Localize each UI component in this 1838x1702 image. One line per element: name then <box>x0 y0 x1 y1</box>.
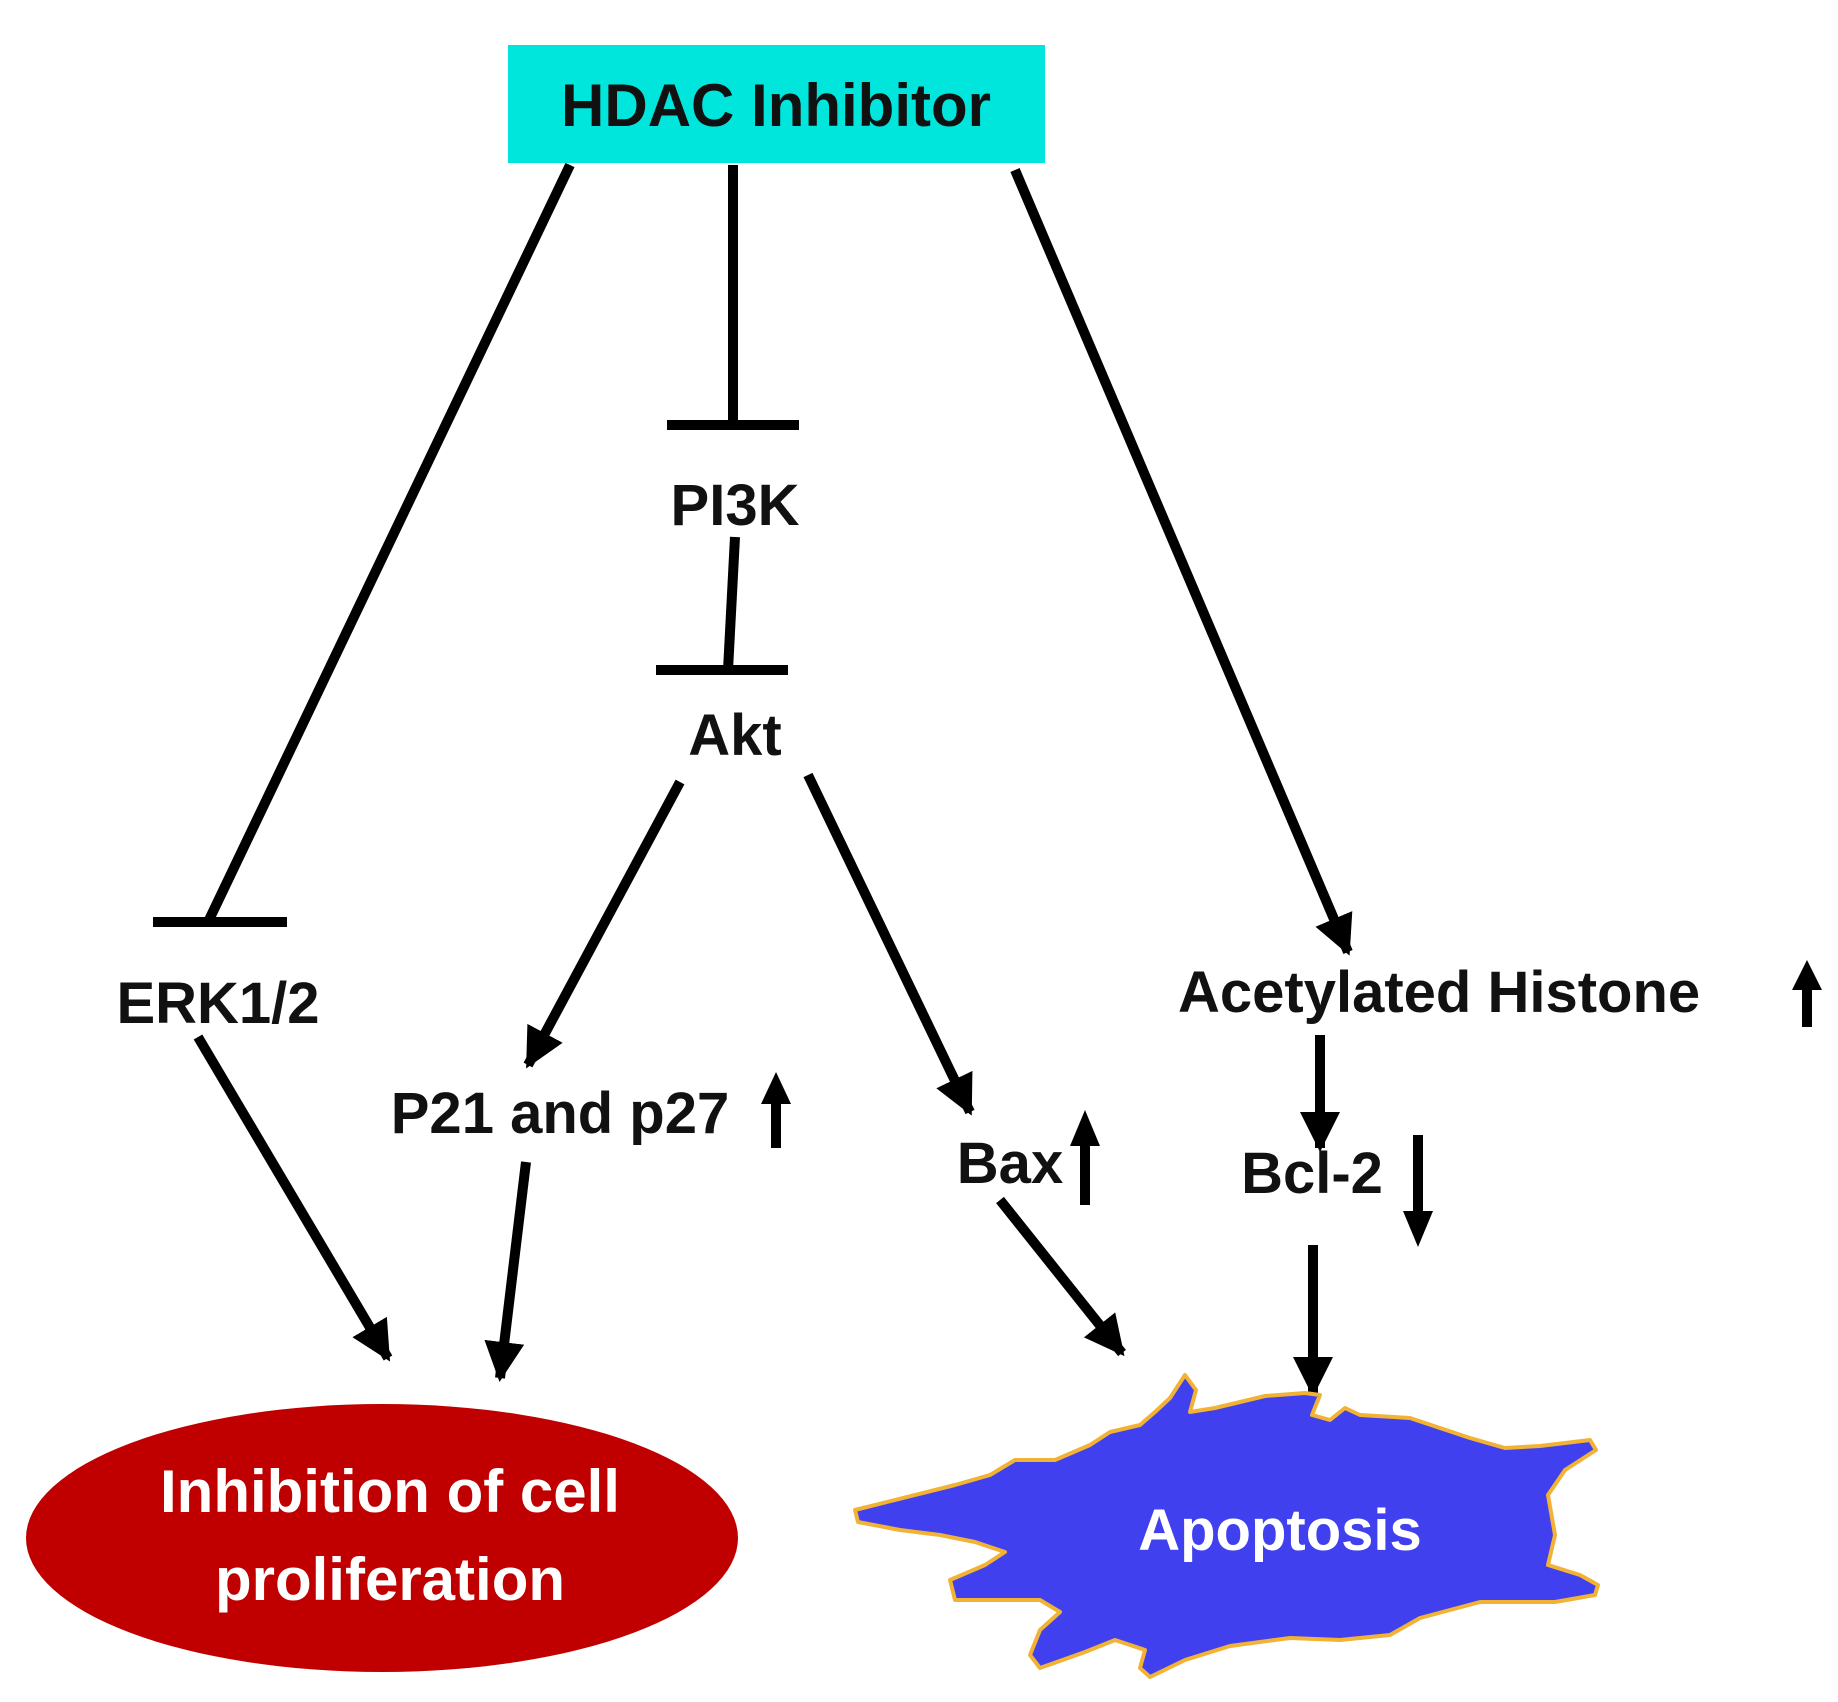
hdac-to-erk-line <box>203 162 575 925</box>
apoptosis-shape <box>853 1373 1600 1679</box>
p21-up-arrow-icon <box>761 1072 791 1104</box>
erk-label: ERK1/2 <box>116 971 319 1036</box>
hdac-to-acetylated-arrow <box>1010 168 1353 956</box>
acetylated-histone-label: Acetylated Histone <box>1178 960 1700 1025</box>
inhibition-label-line1: Inhibition of cell <box>160 1458 620 1525</box>
pi3k-to-akt-line <box>723 536 740 671</box>
p21-p27-label: P21 and p27 <box>391 1081 729 1146</box>
bax-up-arrow-icon <box>1070 1110 1100 1146</box>
bcl2-down-arrow-icon <box>1403 1211 1433 1247</box>
akt-label: Akt <box>688 703 781 768</box>
bax-to-apoptosis-arrow <box>996 1196 1126 1357</box>
hdac-inhibitor-label: HDAC Inhibitor <box>561 72 991 139</box>
inhibition-label-line2: proliferation <box>215 1546 565 1613</box>
erk-to-inhibition-arrow <box>193 1034 393 1362</box>
hdac-inhibitor-box <box>508 45 1045 163</box>
inhibition-ellipse <box>26 1404 738 1672</box>
akt-to-p21-arrow <box>523 779 685 1069</box>
pi3k-label: PI3K <box>671 473 800 538</box>
bax-label: Bax <box>957 1131 1063 1196</box>
bcl2-label: Bcl-2 <box>1241 1141 1383 1206</box>
akt-to-bax-arrow <box>803 772 975 1116</box>
acetylated-up-arrow-icon <box>1792 960 1822 990</box>
p21-to-inhibition-arrow <box>484 1161 531 1382</box>
apoptosis-label: Apoptosis <box>1138 1498 1422 1563</box>
